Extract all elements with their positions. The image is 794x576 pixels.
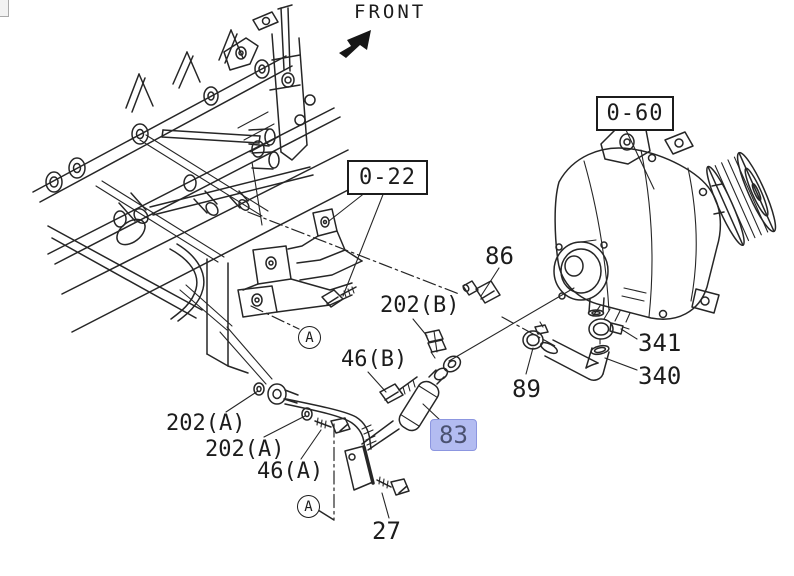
part-label-86[interactable]: 86 [485,242,514,270]
clip-202B [424,329,447,359]
window-edge-artifact [0,0,9,17]
center-lines [247,211,575,521]
pipe-bracket [237,208,363,318]
section-ref-0-60[interactable]: 0-60 [596,96,674,131]
return-pipe-assembly [253,382,377,452]
elbow-hose-340 [540,339,610,381]
vacuum-pump [553,239,609,317]
front-label: FRONT [354,1,427,23]
leader-lines [225,127,655,519]
part-label-340[interactable]: 340 [638,362,682,390]
lower-bracket-plate [344,445,375,491]
part-label-202A-2[interactable]: 202(A) [205,437,285,462]
view-marker-A-upper: A [298,326,321,349]
alternator-pulley [706,151,777,247]
part-label-46A[interactable]: 46(A) [257,459,324,484]
part-label-46B[interactable]: 46(B) [341,347,408,372]
fitting-86 [462,280,501,304]
bolt-27 [376,476,410,496]
section-ref-0-22[interactable]: 0-22 [347,160,428,195]
bracket-bolt [321,286,357,308]
engine-block [32,4,353,385]
part-label-27[interactable]: 27 [372,517,401,545]
part-label-202A-1[interactable]: 202(A) [166,411,246,436]
clamp-341 [588,318,630,345]
bolt-46B [379,376,418,404]
front-arrow-icon [339,30,371,58]
part-label-202B[interactable]: 202(B) [380,293,460,318]
view-marker-A-lower: A [297,495,320,518]
part-label-83-highlighted[interactable]: 83 [430,419,477,451]
alternator [554,123,725,323]
clamp-89 [522,321,549,350]
part-label-89[interactable]: 89 [512,375,541,403]
part-label-341[interactable]: 341 [638,329,682,357]
pipe-83 [361,355,462,451]
